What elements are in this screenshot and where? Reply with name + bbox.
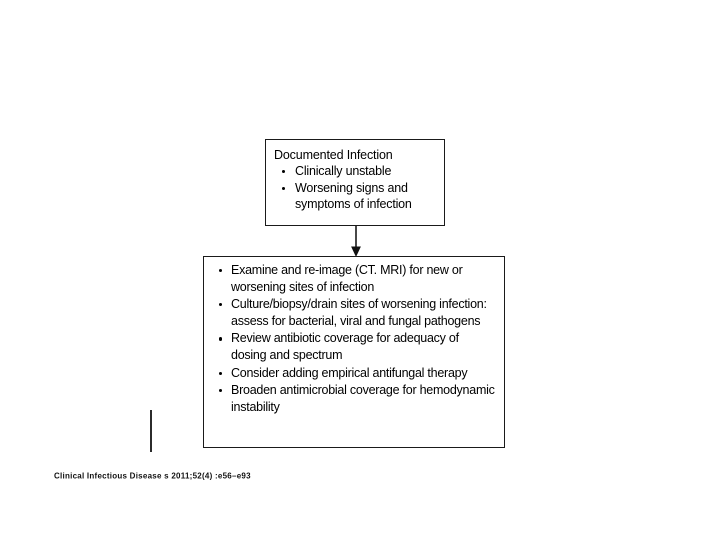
list-item: Clinically unstable	[274, 163, 438, 180]
bullet-list-actions: Examine and re-image (CT. MRI) for new o…	[210, 262, 496, 416]
list-item: Review antibiotic coverage for adequacy …	[210, 330, 496, 364]
connector-arrow-down-icon	[351, 225, 361, 257]
list-item: Consider adding empirical antifungal the…	[210, 365, 496, 382]
bullet-list-documented-infection: Clinically unstable Worsening signs and …	[274, 163, 438, 213]
node-title-documented-infection: Documented Infection	[274, 148, 393, 162]
list-item: Broaden antimicrobial coverage for hemod…	[210, 382, 496, 416]
list-item: Culture/biopsy/drain sites of worsening …	[210, 296, 496, 330]
vertical-rule-divider	[150, 410, 152, 452]
flowchart-node-documented-infection: Documented Infection Clinically unstable…	[265, 139, 445, 226]
citation-text: Clinical Infectious Disease s 2011;52(4)…	[54, 471, 251, 481]
list-item: Worsening signs and symptoms of infectio…	[274, 180, 438, 213]
flowchart-node-actions: Examine and re-image (CT. MRI) for new o…	[203, 256, 505, 448]
list-item: Examine and re-image (CT. MRI) for new o…	[210, 262, 496, 296]
